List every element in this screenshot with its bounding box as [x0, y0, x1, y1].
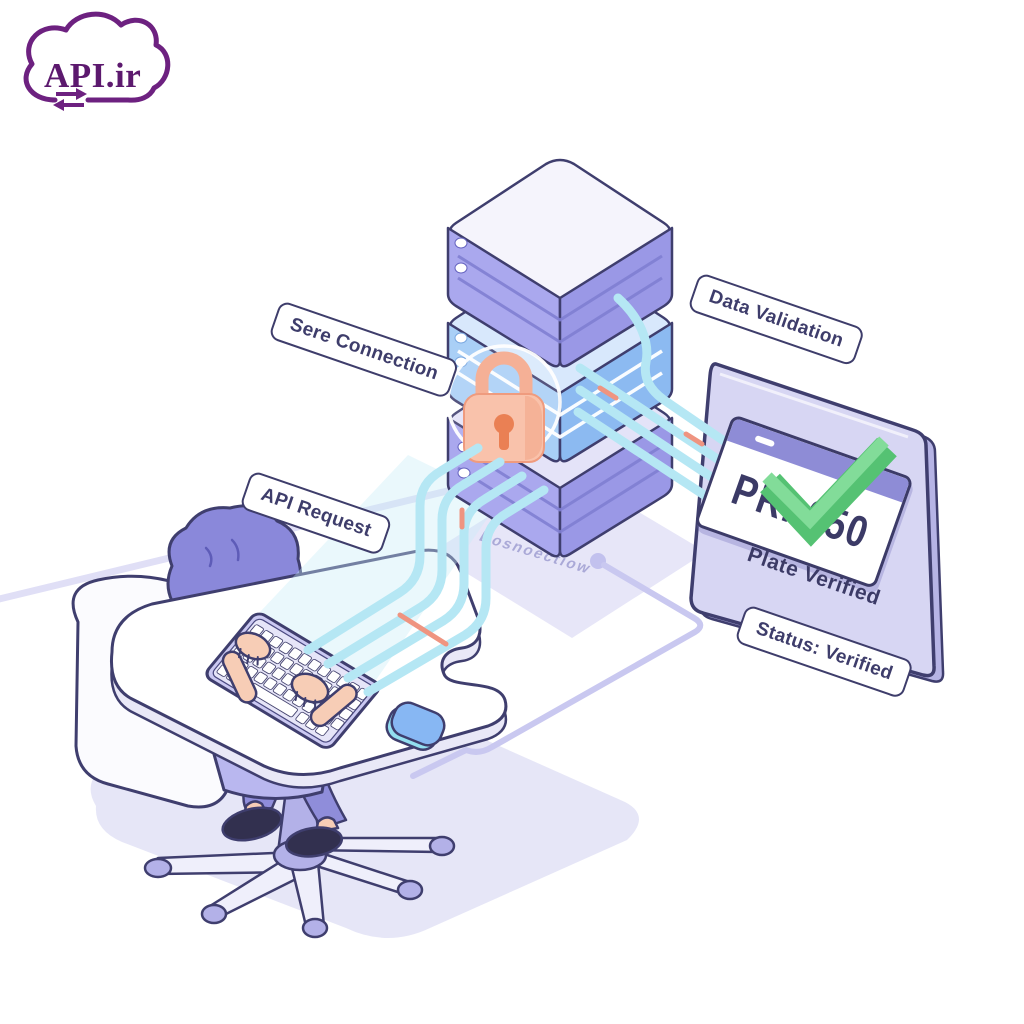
cloud-icon	[23, 11, 171, 103]
lock-icon	[446, 344, 562, 463]
person-arms	[221, 631, 358, 728]
flow-lines-request	[303, 443, 549, 697]
hand	[290, 672, 330, 709]
transfer-arrows-icon	[53, 88, 87, 111]
server-tier-top	[446, 158, 674, 368]
mouse	[385, 701, 446, 751]
plate-header-dash	[754, 434, 776, 448]
shoe	[284, 826, 344, 858]
brand-name: API.ir	[44, 56, 141, 95]
routed-connector-line	[410, 562, 704, 779]
brand-logo: API.ir	[23, 11, 171, 111]
shoe	[221, 806, 283, 842]
hand	[234, 631, 272, 666]
signal-dashes	[397, 385, 705, 647]
